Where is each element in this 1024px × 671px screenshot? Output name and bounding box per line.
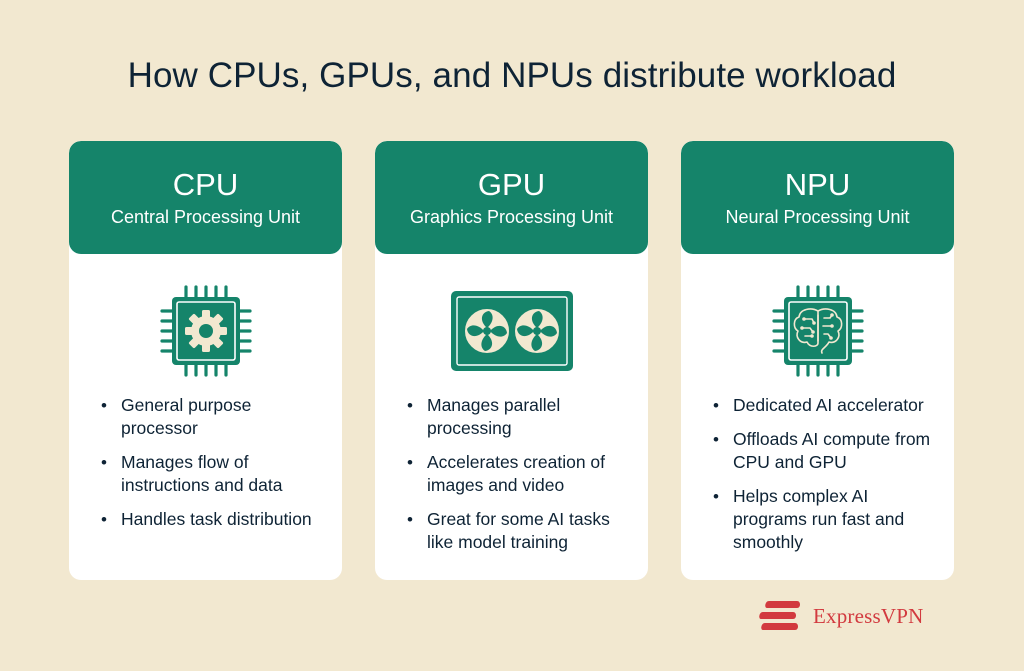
list-item: Manages parallel processing xyxy=(403,394,632,440)
list-item: General purpose processor xyxy=(97,394,326,440)
list-item: Great for some AI tasks like model train… xyxy=(403,508,632,554)
card-abbreviation: CPU xyxy=(172,167,239,202)
npu-brain-icon xyxy=(771,285,864,377)
bullet-list: General purpose processor Manages flow o… xyxy=(97,394,326,542)
card-cpu: CPU Central Processing Unit xyxy=(69,141,342,580)
brand: ExpressVPN xyxy=(759,598,924,634)
card-gpu: GPU Graphics Processing Unit xyxy=(375,141,648,580)
list-item: Handles task distribution xyxy=(97,508,326,531)
bullet-list: Manages parallel processing Accelerates … xyxy=(403,394,632,565)
expressvpn-logo-icon xyxy=(759,601,800,630)
brand-name: ExpressVPN xyxy=(813,603,924,628)
card-full-name: Neural Processing Unit xyxy=(725,207,910,227)
card-abbreviation: NPU xyxy=(784,167,851,202)
list-item: Manages flow of instructions and data xyxy=(97,451,326,497)
list-item: Dedicated AI accelerator xyxy=(709,394,938,417)
card-header: GPU Graphics Processing Unit xyxy=(375,141,648,254)
card-full-name: Graphics Processing Unit xyxy=(409,207,614,227)
card-header: CPU Central Processing Unit xyxy=(69,141,342,254)
card-header: NPU Neural Processing Unit xyxy=(681,141,954,254)
list-item: Offloads AI compute from CPU and GPU xyxy=(709,428,938,474)
card-full-name: Central Processing Unit xyxy=(110,207,301,227)
gpu-fans-icon xyxy=(450,291,573,371)
card-npu: NPU Neural Processing Unit xyxy=(681,141,954,580)
page-title: How CPUs, GPUs, and NPUs distribute work… xyxy=(127,56,897,95)
cpu-gear-icon xyxy=(159,285,252,377)
card-abbreviation: GPU xyxy=(477,167,546,202)
list-item: Helps complex AI programs run fast and s… xyxy=(709,485,938,554)
list-item: Accelerates creation of images and video xyxy=(403,451,632,497)
bullet-list: Dedicated AI accelerator Offloads AI com… xyxy=(709,394,938,565)
